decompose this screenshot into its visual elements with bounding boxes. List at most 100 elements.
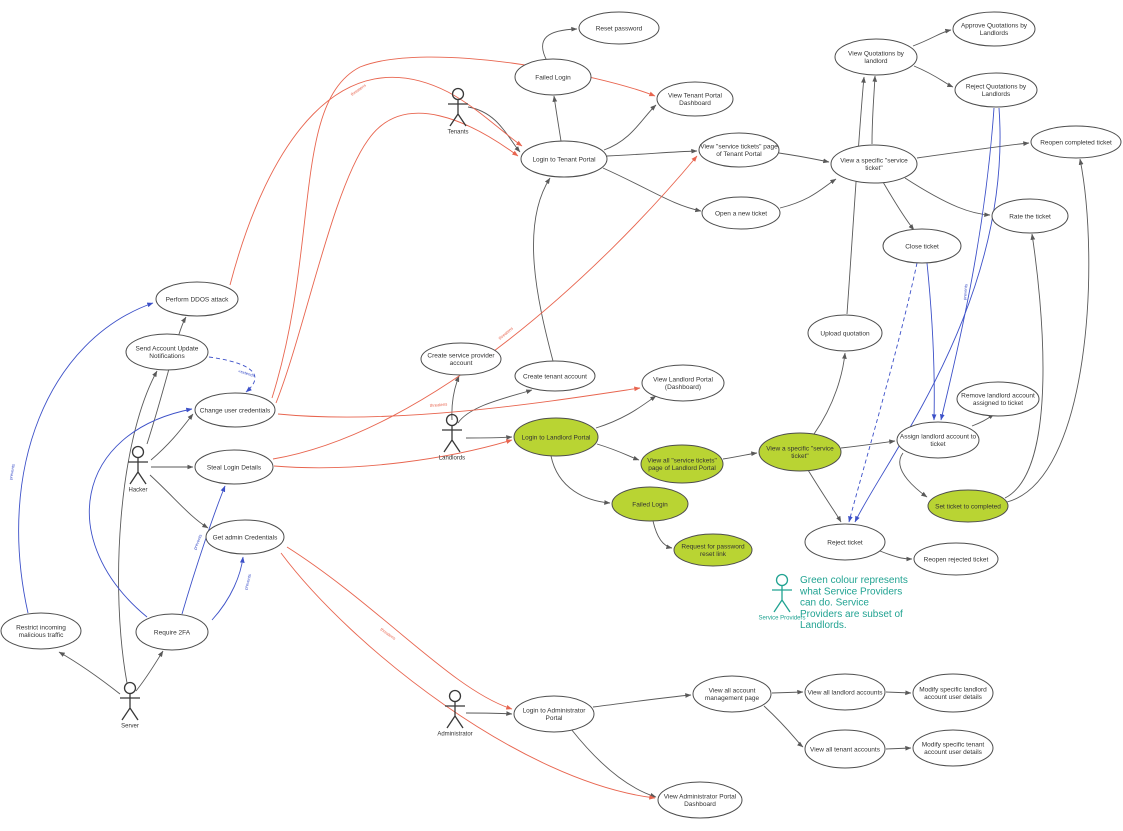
usecase-label: Get admin Credentials (213, 534, 278, 541)
actor-body (128, 457, 148, 485)
usecase-reject-ticket: Reject ticket (804, 523, 886, 561)
usecase-label: Perform DDOS attack (166, 296, 230, 303)
edge-login-tenant-portal-to-view-service-tickets-tenant (606, 148, 698, 157)
edge-restrict-traffic-to-perform-ddos (18, 302, 154, 614)
usecase-reopen-completed-ticket: Reopen completed ticket (1030, 125, 1122, 159)
edge-require-2fa-to-get-admin-credentials (211, 556, 245, 621)
actor-body (120, 693, 140, 721)
edge-failed-login-landlord-to-request-password-reset (652, 520, 673, 550)
usecase-label: Set ticket to completed (935, 503, 1001, 510)
edge-login-landlord-portal-to-failed-login-landlord (550, 455, 611, 505)
edge-change-user-credentials-to-view-landlord-dashboard (277, 386, 641, 418)
actor-service-providers: Service Providers (758, 573, 806, 622)
actor-landlords: Landlords (439, 413, 465, 462)
edge-login-landlord-portal-to-view-landlord-dashboard (595, 395, 657, 429)
edge-view-service-tickets-landlord-to-view-specific-ticket-sp (722, 451, 758, 460)
edge-set-ticket-completed-to-rate-the-ticket (1004, 233, 1044, 499)
usecase-label: Steal Login Details (207, 464, 262, 471)
usecase-shape (155, 281, 239, 317)
edge-view-specific-ticket-sp-to-reject-ticket (807, 469, 842, 523)
usecase-steal-login-details: Steal Login Details (194, 449, 274, 485)
usecase-login-landlord-portal: Login to Landlord Portal (513, 417, 599, 457)
edge-actor-landlords-to-login-landlord-portal (465, 435, 513, 440)
usecase-shape (640, 444, 724, 484)
edge-require-2fa-to-change-user-credentials (88, 407, 193, 618)
edge-reject-quotations-to-assign-landlord-account (939, 107, 995, 421)
usecase-label: Login to Tenant Portal (532, 156, 596, 163)
edge-get-admin-credentials-to-login-admin-portal (286, 546, 513, 710)
usecase-shape (830, 144, 918, 184)
edge-login-tenant-portal-to-failed-login-tenant (552, 95, 562, 142)
edge-label: prevents (243, 573, 252, 590)
usecase-get-admin-credentials: Get admin Credentials (205, 519, 285, 555)
edge-actor-server-to-require-2fa (135, 650, 164, 692)
usecase-create-tenant-account: Create tenant account (514, 360, 596, 392)
edge-assign-landlord-account-to-set-ticket-completed (899, 452, 928, 498)
actor-label: Hacker (128, 488, 147, 494)
edge-require-2fa-to-steal-login-details (181, 485, 226, 615)
usecase-label: Login to Landlord Portal (521, 434, 591, 441)
usecase-shape (641, 364, 725, 402)
usecase-label: Reject ticket (827, 539, 863, 546)
usecase-shape (420, 342, 502, 376)
usecase-shape (513, 695, 595, 733)
usecase-shape (913, 542, 999, 576)
usecase-label: Failed Login (535, 74, 571, 81)
usecase-shape (804, 673, 886, 711)
usecase-failed-login-tenant: Failed Login (514, 58, 592, 96)
usecase-label: Require 2FA (154, 629, 191, 636)
usecase-label: Upload quotation (820, 330, 870, 337)
edge-upload-quotation-to-view-quotations-landlord (846, 76, 866, 315)
edge-view-specific-ticket-to-rate-the-ticket (904, 177, 991, 218)
edge-steal-login-details-to-login-landlord-portal (273, 439, 513, 469)
usecase-label: Close ticket (905, 243, 939, 250)
edge-view-all-tenant-accounts-to-modify-tenant-details (885, 745, 912, 751)
usecase-shape (807, 314, 883, 352)
edge-open-new-ticket-to-view-specific-ticket (779, 178, 837, 209)
actor-body (442, 425, 462, 453)
usecase-shape (578, 11, 660, 45)
edge-actor-hacker-to-change-user-credentials (150, 413, 194, 461)
usecase-failed-login-landlord: Failed Login (611, 486, 689, 522)
actor-label: Tenants (447, 130, 468, 136)
usecase-shape (514, 360, 596, 392)
edge-actor-hacker-to-get-admin-credentials (149, 474, 209, 529)
usecase-shape (952, 11, 1036, 47)
usecase-shape (1030, 125, 1122, 159)
edge-login-landlord-portal-to-view-service-tickets-landlord (596, 443, 640, 461)
edge-view-account-mgmt-to-view-all-tenant-accounts (763, 705, 804, 748)
usecase-require-2fa: Require 2FA (135, 613, 209, 651)
actor-administrator: Administrator (437, 689, 473, 738)
edge-view-account-mgmt-to-view-all-landlord-accounts (771, 689, 804, 695)
usecase-shape (991, 198, 1069, 234)
usecase-shape (882, 228, 962, 264)
edge-create-tenant-account-to-login-tenant-portal (533, 177, 554, 362)
usecase-shape (692, 675, 772, 713)
usecase-login-tenant-portal: Login to Tenant Portal (520, 140, 608, 178)
usecase-label: View all "service tickets"page of Landlo… (647, 458, 717, 472)
edge-perform-ddos-to-login-tenant-portal (229, 76, 523, 286)
edge-actor-administrator-to-login-admin-portal (465, 711, 513, 716)
usecase-upload-quotation: Upload quotation (807, 314, 883, 352)
actors-layer: TenantsHackerLandlordsServerAdministrato… (120, 87, 806, 738)
